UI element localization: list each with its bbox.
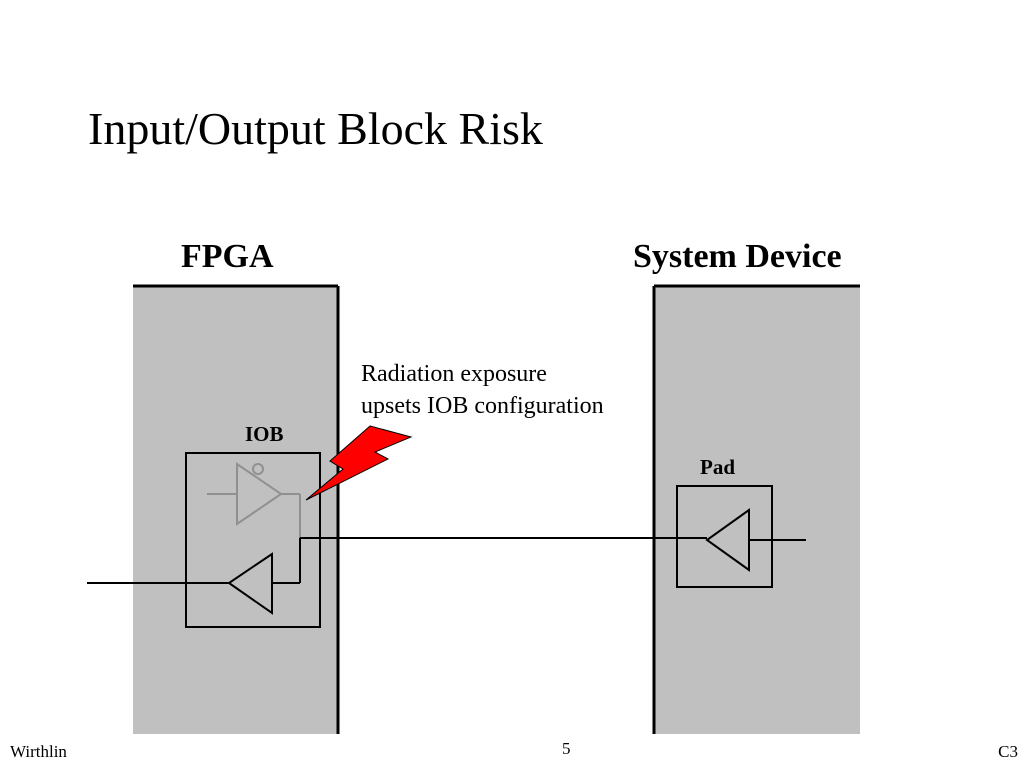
footer-author: Wirthlin (10, 742, 67, 761)
lightning-bolt-icon (305, 425, 413, 501)
interconnect-wire (299, 537, 707, 583)
fpga-label: FPGA (181, 238, 274, 275)
input-buffer-icon (87, 552, 300, 615)
slide-title: Input/Output Block Risk (88, 103, 543, 154)
page-number: 5 (562, 739, 571, 758)
system-device-block (652, 284, 860, 734)
footer-code: C3 (998, 742, 1018, 761)
pad-box (676, 485, 773, 588)
radiation-annotation: Radiation exposure upsets IOB configurat… (361, 358, 604, 422)
pad-label: Pad (700, 455, 736, 479)
pad-buffer-icon (705, 508, 806, 572)
annotation-line-1: Radiation exposure (361, 361, 547, 387)
system-device-label: System Device (633, 238, 842, 275)
annotation-line-2: upsets IOB configuration (361, 393, 604, 419)
iob-label: IOB (245, 422, 284, 446)
output-buffer-icon (207, 462, 301, 538)
fpga-block (133, 284, 340, 734)
iob-box (185, 452, 321, 628)
